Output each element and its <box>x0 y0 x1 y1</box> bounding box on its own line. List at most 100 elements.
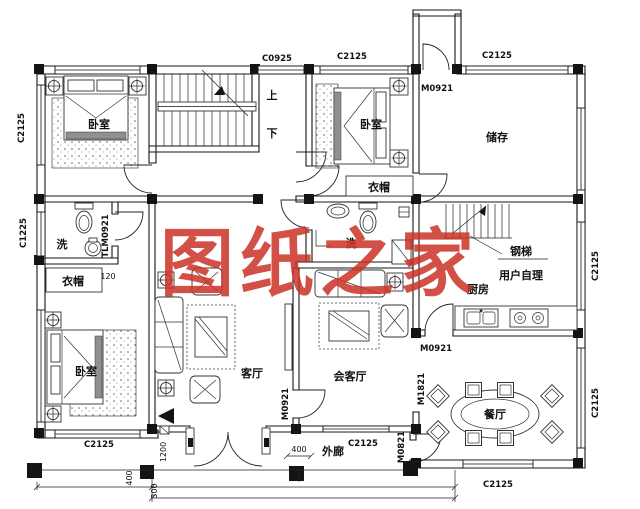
side-table <box>157 379 175 397</box>
nightstand <box>389 77 409 96</box>
kitchen-sink <box>463 308 499 328</box>
bed <box>46 329 104 405</box>
label-veranda: 外廊 <box>321 444 344 458</box>
label-closet-top: 衣帽 <box>368 180 390 194</box>
bath-cabinet <box>391 239 412 265</box>
dining-chair <box>426 384 450 408</box>
dim-1200: 1200 <box>159 442 168 462</box>
label-storage: 储存 <box>486 130 508 144</box>
dimension-lines <box>33 452 459 502</box>
dim-400-left: 400 <box>125 470 134 485</box>
window-bedroom3-left <box>36 309 46 423</box>
sink-fixture <box>326 203 350 219</box>
living-room-furniture <box>154 267 293 435</box>
label-steel-stair: 钢梯 <box>510 244 532 258</box>
side-table <box>157 271 175 289</box>
dining-chair <box>466 383 482 398</box>
bathroom1-fixtures <box>74 202 102 257</box>
coffee-table-rug <box>186 304 236 370</box>
steel-staircase <box>443 204 548 260</box>
vent-box <box>398 206 410 218</box>
label-bedroom1: 卧室 <box>88 117 110 131</box>
label-dining: 餐厅 <box>483 407 506 421</box>
closet-bottom <box>45 267 103 293</box>
window-bedroom1-left <box>36 84 46 166</box>
tag-c2125-right-upper: C2125 <box>591 251 601 281</box>
tag-c0925: C0925 <box>262 54 292 64</box>
armchair <box>380 304 409 338</box>
dining-chair <box>426 420 450 444</box>
window-storage-right <box>576 107 586 191</box>
bed <box>63 75 129 141</box>
tag-m0921-reception: M0921 <box>281 388 291 420</box>
dining-chair <box>498 383 514 398</box>
tag-c2125-left: C2125 <box>17 113 27 143</box>
stove <box>509 308 549 328</box>
marker-triangle <box>158 408 174 435</box>
window-dining-bottom <box>462 459 534 469</box>
sofa <box>154 296 184 374</box>
dim-120: 120 <box>100 272 115 281</box>
veranda-columns <box>27 461 418 481</box>
armchair <box>191 267 223 296</box>
steel-stair-arrow <box>479 206 486 216</box>
label-bedroom2: 卧室 <box>360 117 382 131</box>
tag-m1821: M1821 <box>417 373 427 405</box>
sofa <box>314 269 386 298</box>
nightstand <box>45 76 64 96</box>
nightstand <box>44 311 62 329</box>
dimension-labels: 120 1200 400 400 300 <box>100 272 306 499</box>
dining-chair <box>540 420 564 444</box>
window-kitchen-right <box>576 221 586 311</box>
dining-chair <box>540 384 564 408</box>
tag-c2125-veranda: C2125 <box>348 439 378 449</box>
tag-c2125-bottom-dining: C2125 <box>483 480 513 490</box>
room-labels: 卧室 卧室 卧室 储存 衣帽 衣帽 洗 洗 客厅 会客厅 厨房 餐厅 钢梯 用户… <box>57 88 544 458</box>
window-bedroom2-top <box>319 65 409 75</box>
label-kitchen: 厨房 <box>467 282 489 296</box>
bedroom3-furniture <box>44 267 137 423</box>
toilet-fixture <box>358 202 378 234</box>
opening-tags: C0925 C2125 C2125 M0921 C2125 C1225 TLM0… <box>17 51 601 490</box>
window-bedroom3-bottom <box>54 429 141 439</box>
window-dining-right <box>576 347 586 449</box>
nightstand <box>44 405 62 423</box>
tag-c1225-left: C1225 <box>19 218 29 248</box>
tag-c2125-top-bedroom2: C2125 <box>337 52 367 62</box>
entrance-door-jambs <box>185 427 271 455</box>
bed <box>333 87 391 165</box>
dim-300: 300 <box>150 483 159 498</box>
bathroom2-fixtures <box>315 202 412 265</box>
tag-c2125-right-lower: C2125 <box>591 388 601 418</box>
dining-table <box>450 389 540 439</box>
dining-furniture <box>426 383 564 446</box>
reception-furniture <box>314 269 409 350</box>
main-staircase <box>157 69 257 146</box>
window-bath1-left <box>36 211 46 257</box>
side-table <box>386 272 404 292</box>
dining-chair <box>466 431 482 446</box>
label-bath2: 洗 <box>346 236 357 250</box>
closet-top <box>345 175 414 197</box>
tv-console <box>284 303 293 371</box>
tag-m0921-porch: M0921 <box>421 84 453 94</box>
tag-m0921-kitchen: M0921 <box>420 344 452 354</box>
nightstand <box>389 149 409 168</box>
nightstand <box>128 76 147 96</box>
tag-m0821: M0821 <box>397 431 407 463</box>
label-stair-down: 下 <box>267 127 278 140</box>
toilet-fixture <box>74 202 94 234</box>
label-bath1: 洗 <box>57 237 68 251</box>
tag-c2125-top-storage: C2125 <box>482 51 512 61</box>
kitchen-fixtures <box>454 305 578 331</box>
label-stair-up: 上 <box>267 88 278 102</box>
label-bedroom3: 卧室 <box>75 364 97 378</box>
tag-c2125-bottom-bedroom3: C2125 <box>84 440 114 450</box>
label-closet-bottom: 衣帽 <box>62 274 84 288</box>
watermark-text: 图纸之家 <box>160 221 480 307</box>
door-swings <box>114 43 454 467</box>
dim-400-veranda: 400 <box>291 445 306 454</box>
window-bedroom1-top <box>54 65 141 75</box>
stair-direction-arrow <box>214 86 225 95</box>
